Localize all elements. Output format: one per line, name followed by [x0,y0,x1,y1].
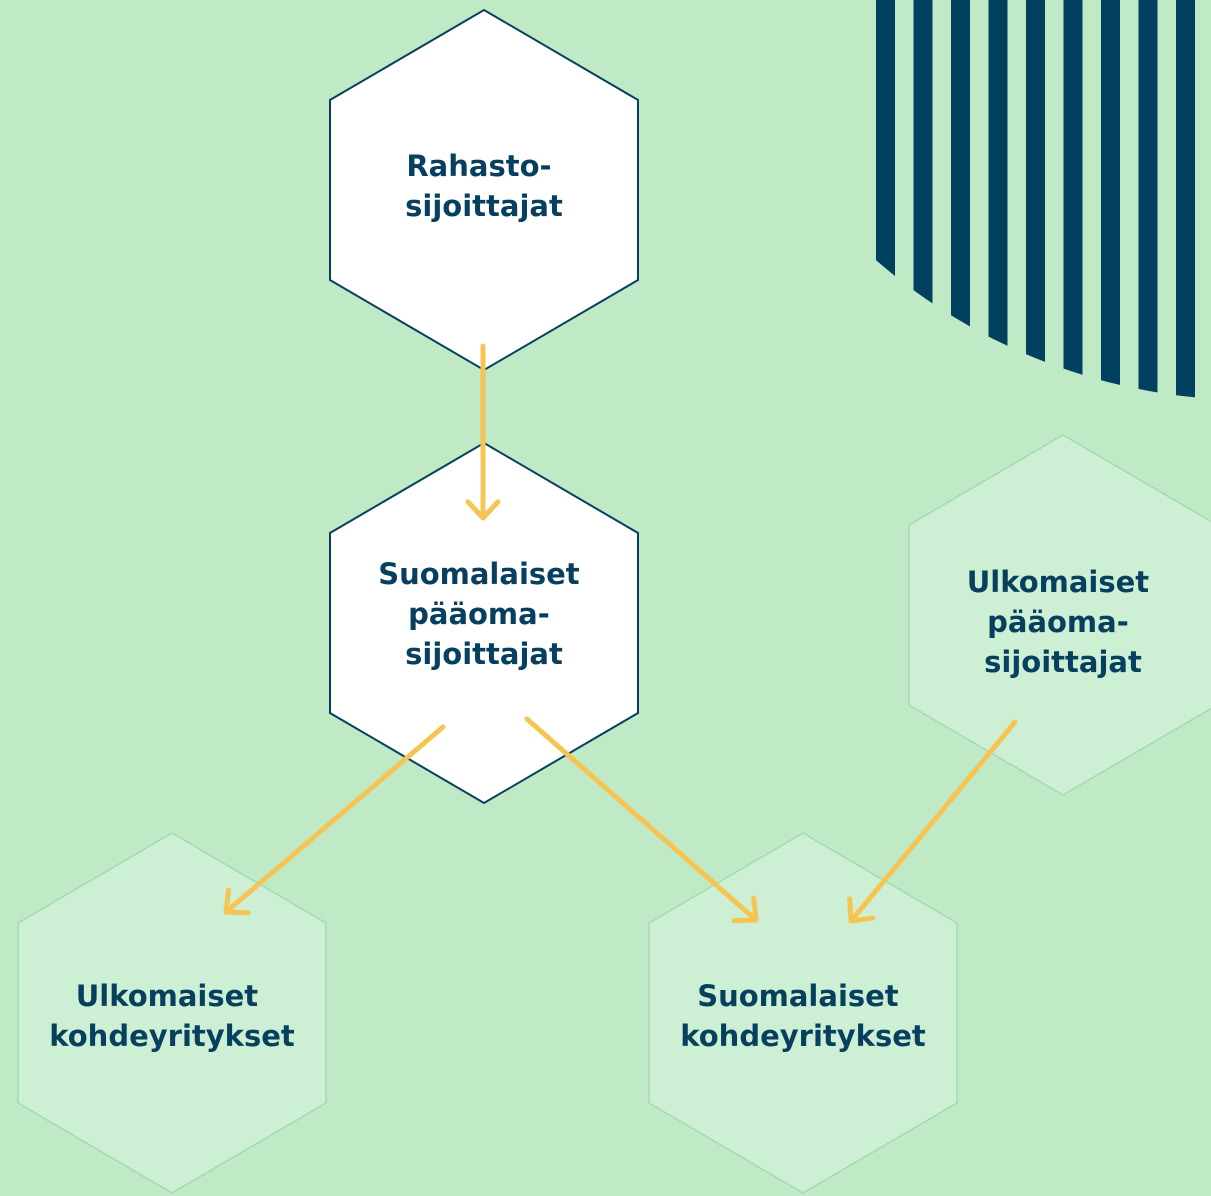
arrow-line [848,719,1018,924]
decor-stripe [913,0,933,400]
hexagon-shape [908,434,1211,796]
node-label-line: Rahasto- [406,149,551,183]
node-label-line: sijoittajat [984,645,1142,679]
arrow-head-icon [731,895,759,924]
node-ulkomaiset-paaomasijoittajat: Ulkomaiset pääoma- sijoittajat [908,434,1211,796]
decor-stripe [1138,0,1158,400]
flow-arrow [465,343,501,521]
node-label-line: Ulkomaiset [76,979,259,1013]
arrow-head-icon [223,887,251,916]
hexagon-shape [648,832,958,1194]
arrow-line [524,716,759,923]
node-suomalaiset-kohdeyritykset: Suomalaiset kohdeyritykset [648,832,958,1194]
node-label: Suomalaiset pääoma- sijoittajat [378,557,590,671]
arrow-head-icon [465,499,501,521]
node-label-line: Suomalaiset [378,557,580,591]
node-label-line: sijoittajat [405,637,563,671]
node-label-line: sijoittajat [405,189,563,223]
node-label: Rahasto- sijoittajat [405,149,563,223]
arrow-line [223,724,446,915]
node-layer: Rahasto- sijoittajat Suomalaiset pääoma-… [17,8,1211,1194]
decor-stripe [988,0,1008,400]
decor-stripe [876,0,895,400]
hexagon-shape [17,832,327,1194]
node-label-line: pääoma- [987,605,1129,639]
node-label-line: kohdeyritykset [680,1019,926,1053]
flow-arrow [847,719,1018,924]
flow-arrow [223,724,446,916]
decor-stripe [951,0,970,400]
node-label-line: Suomalaiset [697,979,899,1013]
decor-stripe [1063,0,1083,400]
node-label-line: kohdeyritykset [49,1019,295,1053]
arrow-layer [223,343,1018,924]
node-label: Ulkomaiset pääoma- sijoittajat [967,565,1160,679]
decor-stripe [1026,0,1045,400]
flow-arrow [524,716,759,924]
node-label: Ulkomaiset kohdeyritykset [49,979,295,1053]
node-rahasto-sijoittajat: Rahasto- sijoittajat [329,8,639,372]
node-label-line: Ulkomaiset [967,565,1150,599]
decor-stripe [1101,0,1120,400]
decor-stripe [1176,0,1195,400]
node-label: Suomalaiset kohdeyritykset [680,979,926,1053]
node-label-line: pääoma- [408,597,550,631]
arrow-head-icon [847,896,876,924]
node-suomalaiset-paaomasijoittajat: Suomalaiset pääoma- sijoittajat [329,441,639,805]
hexagon-shape [329,441,639,805]
node-ulkomaiset-kohdeyritykset: Ulkomaiset kohdeyritykset [17,832,327,1194]
striped-corner-decoration [876,0,1195,400]
